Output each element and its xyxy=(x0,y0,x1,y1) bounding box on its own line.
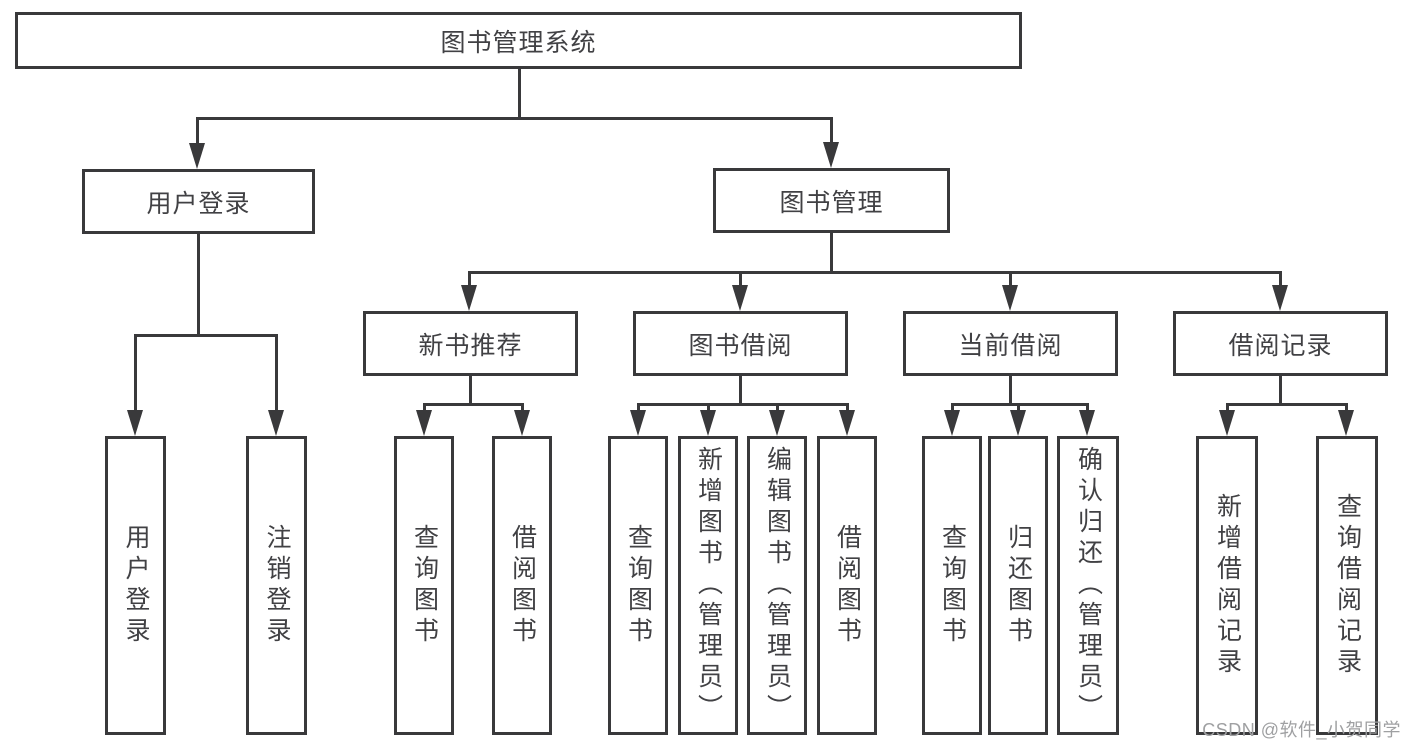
connector-line xyxy=(739,271,742,287)
leaf-query-borrow-record: 查询借阅记录 xyxy=(1316,436,1378,735)
arrow-down-icon xyxy=(1002,285,1018,311)
connector-line xyxy=(518,69,521,118)
arrow-down-icon xyxy=(461,285,477,311)
connector-line xyxy=(134,334,137,412)
leaf-label: 查询图书 xyxy=(624,523,653,648)
arrow-down-icon xyxy=(732,285,748,311)
node-label: 图书管理系统 xyxy=(440,28,597,57)
leaf-edit-book-admin: 编辑图书（管理员） xyxy=(747,436,807,735)
leaf-label: 查询图书 xyxy=(938,523,967,648)
connector-line xyxy=(1279,271,1282,287)
connector-line xyxy=(1226,403,1229,412)
connector-line xyxy=(637,403,848,406)
leaf-query-books-current: 查询图书 xyxy=(922,436,982,735)
node-label: 当前借阅 xyxy=(958,331,1063,360)
leaf-label: 归还图书 xyxy=(1004,523,1033,648)
arrow-down-icon xyxy=(1219,410,1235,436)
connector-line xyxy=(1086,403,1089,412)
leaf-borrow-books-recommend: 借阅图书 xyxy=(492,436,552,735)
connector-line xyxy=(468,271,471,287)
arrow-down-icon xyxy=(1272,285,1288,311)
node-library-management-system: 图书管理系统 xyxy=(15,12,1022,69)
leaf-label: 用户登录 xyxy=(122,523,150,648)
leaf-label: 确认归还（管理员） xyxy=(1074,446,1103,725)
connector-line xyxy=(1017,403,1020,412)
leaf-label: 新增借阅记录 xyxy=(1213,492,1242,679)
connector-line xyxy=(469,376,472,405)
leaf-borrow-books-borrowing: 借阅图书 xyxy=(817,436,877,735)
arrow-down-icon xyxy=(1010,410,1026,436)
arrow-down-icon xyxy=(514,410,530,436)
leaf-query-books-recommend: 查询图书 xyxy=(394,436,454,735)
leaf-user-login: 用户登录 xyxy=(105,436,166,735)
connector-line xyxy=(1226,403,1348,406)
arrow-down-icon xyxy=(769,410,785,436)
node-label: 借阅记录 xyxy=(1228,331,1333,360)
connector-line xyxy=(1009,376,1012,405)
leaf-label: 新增图书（管理员） xyxy=(694,446,723,725)
connector-line xyxy=(1345,403,1348,412)
leaf-add-borrow-record: 新增借阅记录 xyxy=(1196,436,1258,735)
leaf-query-books-borrowing: 查询图书 xyxy=(608,436,668,735)
leaf-label: 查询图书 xyxy=(410,523,439,648)
connector-line xyxy=(830,233,833,274)
connector-line xyxy=(521,403,524,412)
arrow-down-icon xyxy=(823,142,839,168)
node-label: 新书推荐 xyxy=(418,331,523,360)
arrow-down-icon xyxy=(700,410,716,436)
connector-line xyxy=(196,117,833,120)
leaf-label: 编辑图书（管理员） xyxy=(763,446,792,725)
node-user-login: 用户登录 xyxy=(82,169,315,234)
arrow-down-icon xyxy=(839,410,855,436)
connector-line xyxy=(1279,376,1282,405)
arrow-down-icon xyxy=(1079,410,1095,436)
connector-line xyxy=(423,403,426,412)
node-new-book-recommendation: 新书推荐 xyxy=(363,311,578,376)
leaf-label: 借阅图书 xyxy=(833,523,862,648)
connector-line xyxy=(846,403,849,412)
connector-line xyxy=(951,403,1089,406)
connector-line xyxy=(197,234,200,337)
connector-line xyxy=(196,117,199,145)
node-borrowing-records: 借阅记录 xyxy=(1173,311,1388,376)
node-label: 用户登录 xyxy=(146,189,251,218)
leaf-add-book-admin: 新增图书（管理员） xyxy=(678,436,738,735)
leaf-label: 借阅图书 xyxy=(508,523,537,648)
connector-line xyxy=(739,376,742,405)
node-current-borrowing: 当前借阅 xyxy=(903,311,1118,376)
leaf-return-book: 归还图书 xyxy=(988,436,1048,735)
node-label: 图书借阅 xyxy=(688,331,793,360)
leaf-confirm-return-admin: 确认归还（管理员） xyxy=(1057,436,1119,735)
arrow-down-icon xyxy=(416,410,432,436)
connector-line xyxy=(468,271,1282,274)
connector-line xyxy=(275,334,278,412)
arrow-down-icon xyxy=(189,143,205,169)
node-book-management: 图书管理 xyxy=(713,168,950,233)
connector-line xyxy=(1009,271,1012,287)
arrow-down-icon xyxy=(630,410,646,436)
node-label: 图书管理 xyxy=(779,188,884,217)
connector-line xyxy=(951,403,954,412)
arrow-down-icon xyxy=(268,410,284,436)
connector-line xyxy=(830,117,833,145)
connector-line xyxy=(423,403,524,406)
leaf-logout: 注销登录 xyxy=(246,436,307,735)
arrow-down-icon xyxy=(1338,410,1354,436)
arrow-down-icon xyxy=(127,410,143,436)
node-book-borrowing: 图书借阅 xyxy=(633,311,848,376)
connector-line xyxy=(134,334,278,337)
arrow-down-icon xyxy=(944,410,960,436)
connector-line xyxy=(637,403,640,412)
csdn-watermark: CSDN @软件_小贺同学 xyxy=(1202,720,1401,740)
leaf-label: 注销登录 xyxy=(263,523,291,648)
connector-line xyxy=(707,403,710,412)
leaf-label: 查询借阅记录 xyxy=(1333,492,1362,679)
connector-line xyxy=(776,403,779,412)
